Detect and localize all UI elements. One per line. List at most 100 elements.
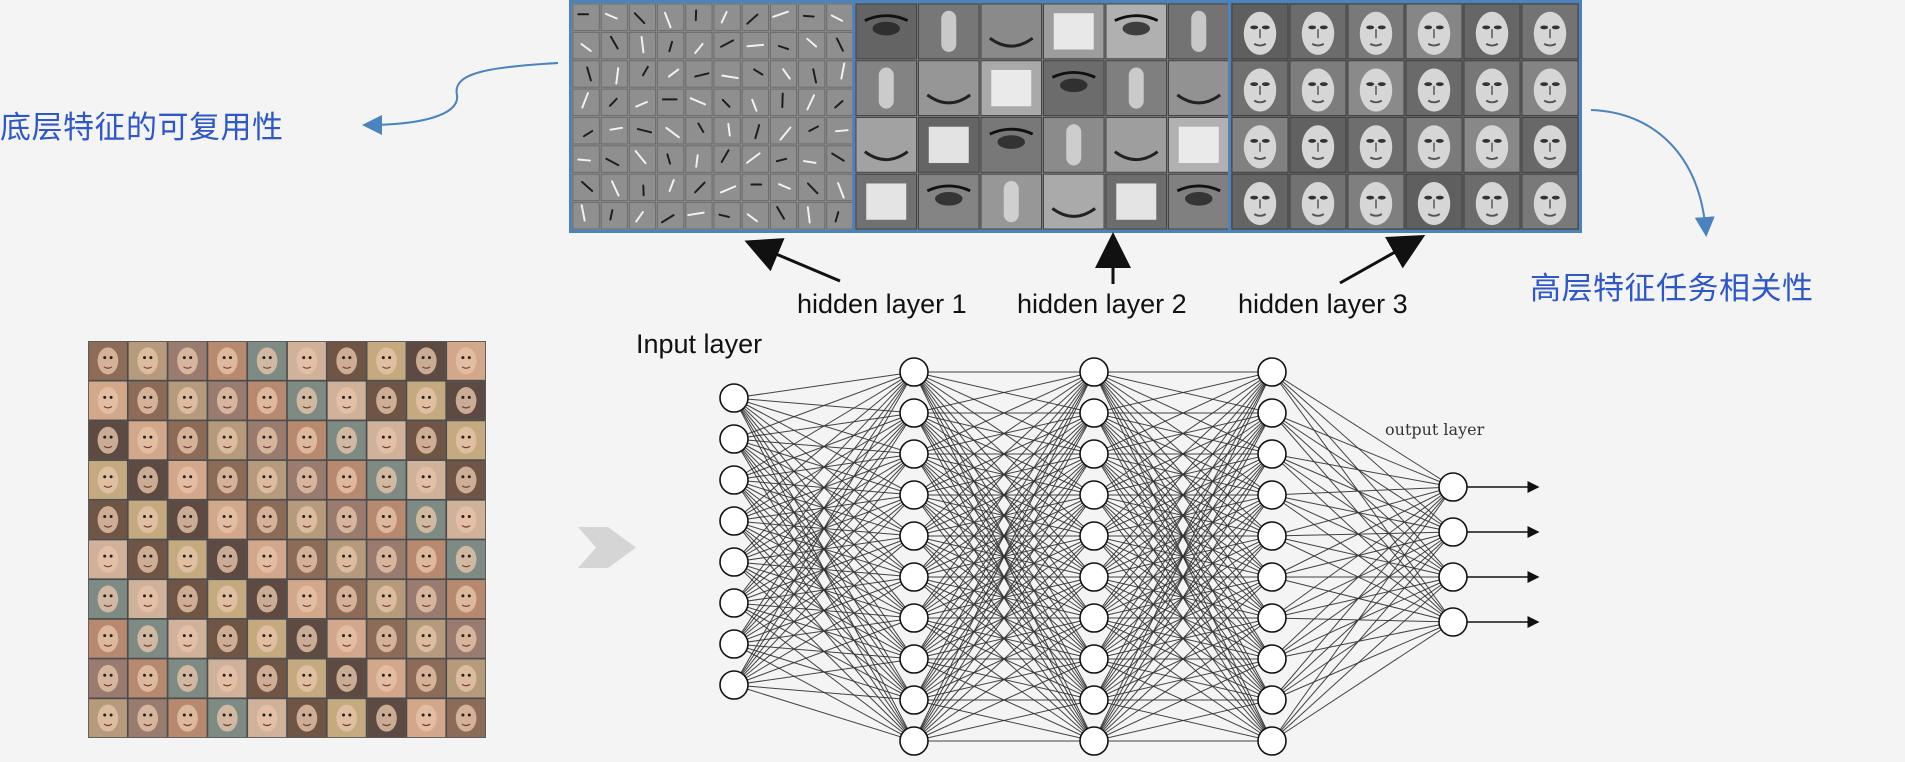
face-photo-mouth (302, 405, 312, 409)
edge-feature-cell (741, 117, 769, 145)
right-eye-shape (1319, 25, 1328, 30)
face-photo-mouth (461, 604, 471, 607)
part-feature-cell (1167, 60, 1230, 117)
left-eye-shape (1366, 195, 1375, 200)
face-photo-mouth (183, 723, 192, 727)
face-photo-mouth (421, 644, 431, 647)
network-connection (913, 617, 1095, 742)
input-layer-label: Input layer (636, 329, 763, 359)
face-photo-eye (342, 435, 346, 439)
edge-feature-stroke (633, 12, 646, 25)
face-photo-mouth (103, 366, 113, 369)
network-connection (1271, 531, 1454, 578)
face-photo-eye (262, 713, 266, 717)
edge-feature-cell (713, 3, 741, 31)
brow-feature-shape (864, 14, 909, 22)
face-photo-face (296, 466, 318, 494)
mouth-feature-shape (1113, 150, 1159, 162)
edge-feature-cell (769, 31, 798, 60)
mouth-line-shape (1369, 99, 1383, 104)
edge-feature-stroke (610, 180, 620, 197)
face-photo-eye (182, 514, 186, 518)
face-photo-eye (182, 475, 186, 479)
face-photo-mouth (421, 366, 431, 369)
face-photo-eye (182, 356, 186, 360)
network-connection (1271, 486, 1454, 578)
edge-feature-stroke (837, 182, 845, 199)
hidden-layer-3-node (1257, 726, 1287, 756)
face-photo-eye (427, 514, 431, 518)
right-eye-shape (1319, 138, 1328, 143)
edge-feature-cell (769, 117, 798, 145)
nose-feature-shape (941, 10, 957, 52)
face-photo-eye (461, 634, 465, 638)
network-connection (1271, 453, 1454, 578)
face-photo-eye (103, 356, 107, 360)
network-connection (1271, 617, 1454, 623)
edge-feature-stroke (727, 122, 731, 137)
edge-feature-cell (657, 88, 685, 116)
face-photo-mouth (143, 405, 153, 409)
hidden-layer-2-node (1079, 726, 1109, 756)
face-photo-eye (302, 395, 306, 399)
network-connection (1271, 576, 1454, 701)
network-connection (1271, 531, 1454, 701)
hidden-layer-3-node (1257, 562, 1287, 592)
face-photo-eye (427, 554, 431, 558)
edge-feature-stroke (754, 124, 761, 140)
face-features-panel (1228, 0, 1582, 233)
face-photo-face (336, 585, 358, 613)
network-connection (913, 371, 1095, 742)
face-photo-eye (103, 514, 107, 518)
brow-feature-shape (1051, 70, 1096, 79)
left-eye-shape (1424, 82, 1433, 87)
face-photo-eye (381, 475, 385, 479)
face-photo-mouth (262, 525, 272, 528)
face-photo-eye (427, 634, 431, 638)
face-photo-face (336, 545, 358, 573)
network-connection (1271, 621, 1454, 742)
edge-feature-stroke (719, 185, 737, 194)
edge-feature-cell (713, 31, 741, 60)
face-photo-face (177, 625, 198, 653)
network-connection (733, 371, 915, 563)
network-connection (1271, 535, 1454, 578)
network-connection (913, 371, 1095, 414)
face-photo-mouth (143, 564, 153, 568)
face-photo-face (97, 625, 119, 653)
hidden-layer-2-node (1079, 685, 1109, 715)
hidden-layer-3-arrow (1339, 235, 1426, 285)
face-photo-eye (222, 435, 226, 439)
low-level-feature-reuse-label: 底层特征的可复用性 (0, 110, 284, 146)
face-photo-eye (109, 594, 113, 598)
mouth-line-shape (1311, 99, 1325, 104)
face-photo-face (137, 506, 159, 534)
face-photo-eye (149, 594, 153, 598)
hidden-layer-3-node (1257, 398, 1287, 428)
face-photo-eye (182, 435, 186, 439)
network-connection (1093, 412, 1273, 742)
face-photo-eye (427, 356, 431, 360)
network-connection (913, 658, 1095, 742)
face-photo-eye (262, 634, 266, 638)
input-node (719, 424, 749, 454)
network-connection (1093, 371, 1273, 701)
mouth-line-shape (1253, 213, 1267, 217)
face-photo-eye (381, 356, 385, 360)
face-photo-eye (109, 475, 113, 479)
face-photo-eye (262, 554, 266, 558)
face-photo-face (216, 347, 238, 375)
edge-feature-stroke (608, 97, 618, 107)
face-photo-face (97, 387, 119, 415)
network-connection (1271, 621, 1454, 660)
network-connection (1093, 576, 1273, 742)
face-photo-face (216, 664, 238, 692)
edge-feature-cell (572, 88, 600, 116)
edge-feature-cell (826, 60, 854, 88)
network-connection (1271, 531, 1454, 537)
edge-feature-stroke (663, 11, 672, 29)
edge-feature-stroke (746, 43, 765, 48)
face-photo-mouth (382, 723, 391, 727)
face-photo-eye (467, 713, 471, 717)
brow-feature-shape (1176, 184, 1221, 193)
